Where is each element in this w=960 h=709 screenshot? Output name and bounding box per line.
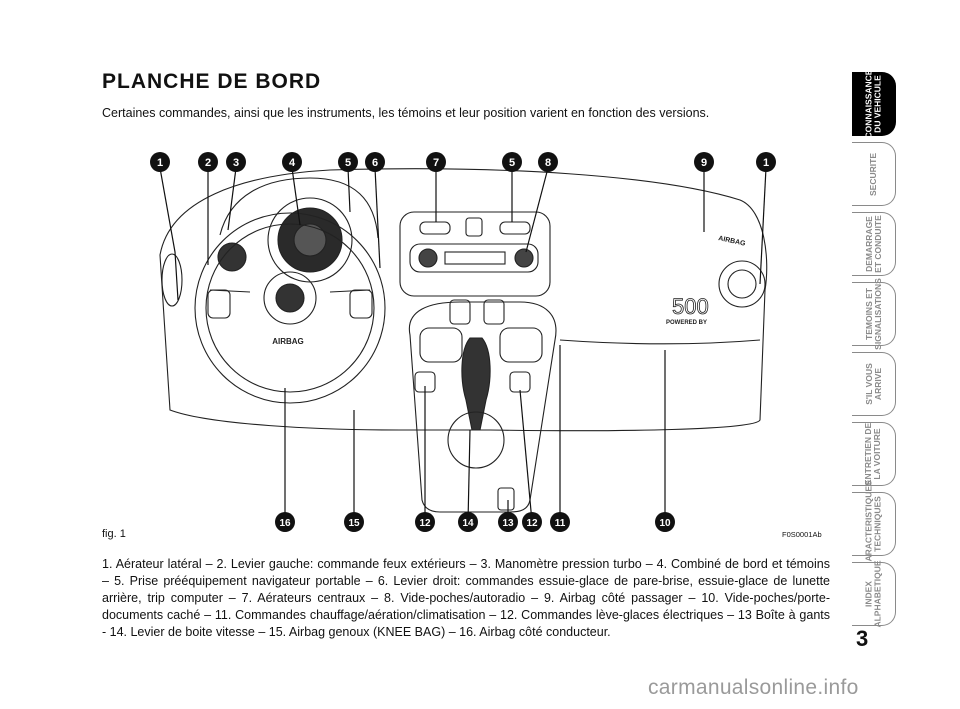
dashboard-illustration: AIRBAG AIRBAG 500 POWERED BY xyxy=(150,152,776,532)
svg-text:8: 8 xyxy=(545,157,551,169)
page-title: PLANCHE DE BORD xyxy=(102,70,322,93)
airbag-passenger-label: AIRBAG xyxy=(718,235,747,248)
callouts-bottom: 16 15 12 14 13 12 11 10 xyxy=(275,512,675,532)
climate-right-knob xyxy=(499,327,543,363)
logo-model: 500 xyxy=(672,294,709,319)
callout-14: 14 xyxy=(458,512,478,532)
svg-text:1: 1 xyxy=(763,157,769,169)
tab-index-alphabetique[interactable]: INDEX ALPHABETIQUE xyxy=(852,560,896,628)
svg-text:7: 7 xyxy=(433,157,439,169)
callout-8: 8 xyxy=(538,152,558,172)
callout-6: 6 xyxy=(365,152,385,172)
page-subtitle: Certaines commandes, ainsi que les instr… xyxy=(102,106,710,120)
callout-3: 3 xyxy=(226,152,246,172)
svg-text:15: 15 xyxy=(348,518,360,529)
svg-text:12: 12 xyxy=(419,518,431,529)
callout-1b: 1 xyxy=(756,152,776,172)
callouts-top: 1 2 3 4 5 6 7 5 8 9 1 xyxy=(150,152,776,172)
callout-16: 16 xyxy=(275,512,295,532)
callout-2: 2 xyxy=(198,152,218,172)
watermark: carmanualsonline.info xyxy=(648,676,859,699)
svg-text:5: 5 xyxy=(345,157,351,169)
left-vent xyxy=(161,253,183,307)
climate-left-knob xyxy=(419,327,463,363)
tab-temoins-et-signalisations[interactable]: TEMOINS ET SIGNALISATIONS xyxy=(852,278,896,350)
dashboard-figure: AIRBAG AIRBAG 500 POWERED BY xyxy=(100,140,828,540)
svg-text:5: 5 xyxy=(509,157,515,169)
figure-caption: 1. Aérateur latéral – 2. Levier gauche: … xyxy=(102,557,830,639)
turbo-gauge xyxy=(217,242,247,272)
airbag-wheel-label: AIRBAG xyxy=(272,337,304,346)
callout-11: 11 xyxy=(550,512,570,532)
figure-code: F0S0001Ab xyxy=(782,530,822,539)
svg-text:3: 3 xyxy=(233,157,239,169)
callout-9: 9 xyxy=(694,152,714,172)
svg-text:14: 14 xyxy=(462,518,474,529)
steering-wheel xyxy=(194,212,386,404)
page-number: 3 xyxy=(856,626,869,651)
tab-securite[interactable]: SECURITE xyxy=(852,142,896,206)
figure-label: fig. 1 xyxy=(102,528,126,540)
dashboard-outline xyxy=(159,168,768,432)
svg-text:10: 10 xyxy=(659,518,671,529)
callout-4: 4 xyxy=(282,152,302,172)
tab-connaissance-du-vehicule[interactable]: CONNAISSANCE DU VEHICULE xyxy=(852,70,896,138)
callout-12: 12 xyxy=(415,512,435,532)
callout-1: 1 xyxy=(150,152,170,172)
callout-7: 7 xyxy=(426,152,446,172)
tab-demarrage-et-conduite[interactable]: DEMARRAGE ET CONDUITE xyxy=(852,212,896,276)
callout-13: 13 xyxy=(498,512,518,532)
svg-text:2: 2 xyxy=(205,157,211,169)
svg-text:1: 1 xyxy=(157,157,163,169)
callout-15: 15 xyxy=(344,512,364,532)
passenger-vent xyxy=(718,260,766,308)
svg-text:4: 4 xyxy=(289,157,296,169)
callout-5: 5 xyxy=(338,152,358,172)
tab-caracteristiques-techniques[interactable]: CARACTERISTIQUES TECHNIQUES xyxy=(852,480,896,568)
svg-text:12: 12 xyxy=(526,518,538,529)
central-vent-panel xyxy=(399,211,551,297)
svg-text:11: 11 xyxy=(555,518,566,529)
callout-12b: 12 xyxy=(522,512,542,532)
tab-entretien-de-la-voiture[interactable]: ENTRETIEN DE LA VOITURE xyxy=(852,422,896,486)
callout-5b: 5 xyxy=(502,152,522,172)
instrument-hood xyxy=(219,177,379,239)
glovebox-handle xyxy=(497,487,515,511)
gear-lever xyxy=(461,337,491,431)
svg-text:9: 9 xyxy=(701,157,707,169)
svg-text:13: 13 xyxy=(502,518,514,529)
callout-10: 10 xyxy=(655,512,675,532)
svg-text:6: 6 xyxy=(372,157,378,169)
radio-unit xyxy=(409,243,539,273)
window-switch-right xyxy=(509,371,531,393)
logo-powered: POWERED BY xyxy=(666,320,707,326)
tab-sil-vous-arrive[interactable]: S'IL VOUS ARRIVE xyxy=(852,352,896,416)
leader-lines xyxy=(159,167,767,523)
svg-text:16: 16 xyxy=(279,518,291,529)
center-console xyxy=(408,301,557,513)
